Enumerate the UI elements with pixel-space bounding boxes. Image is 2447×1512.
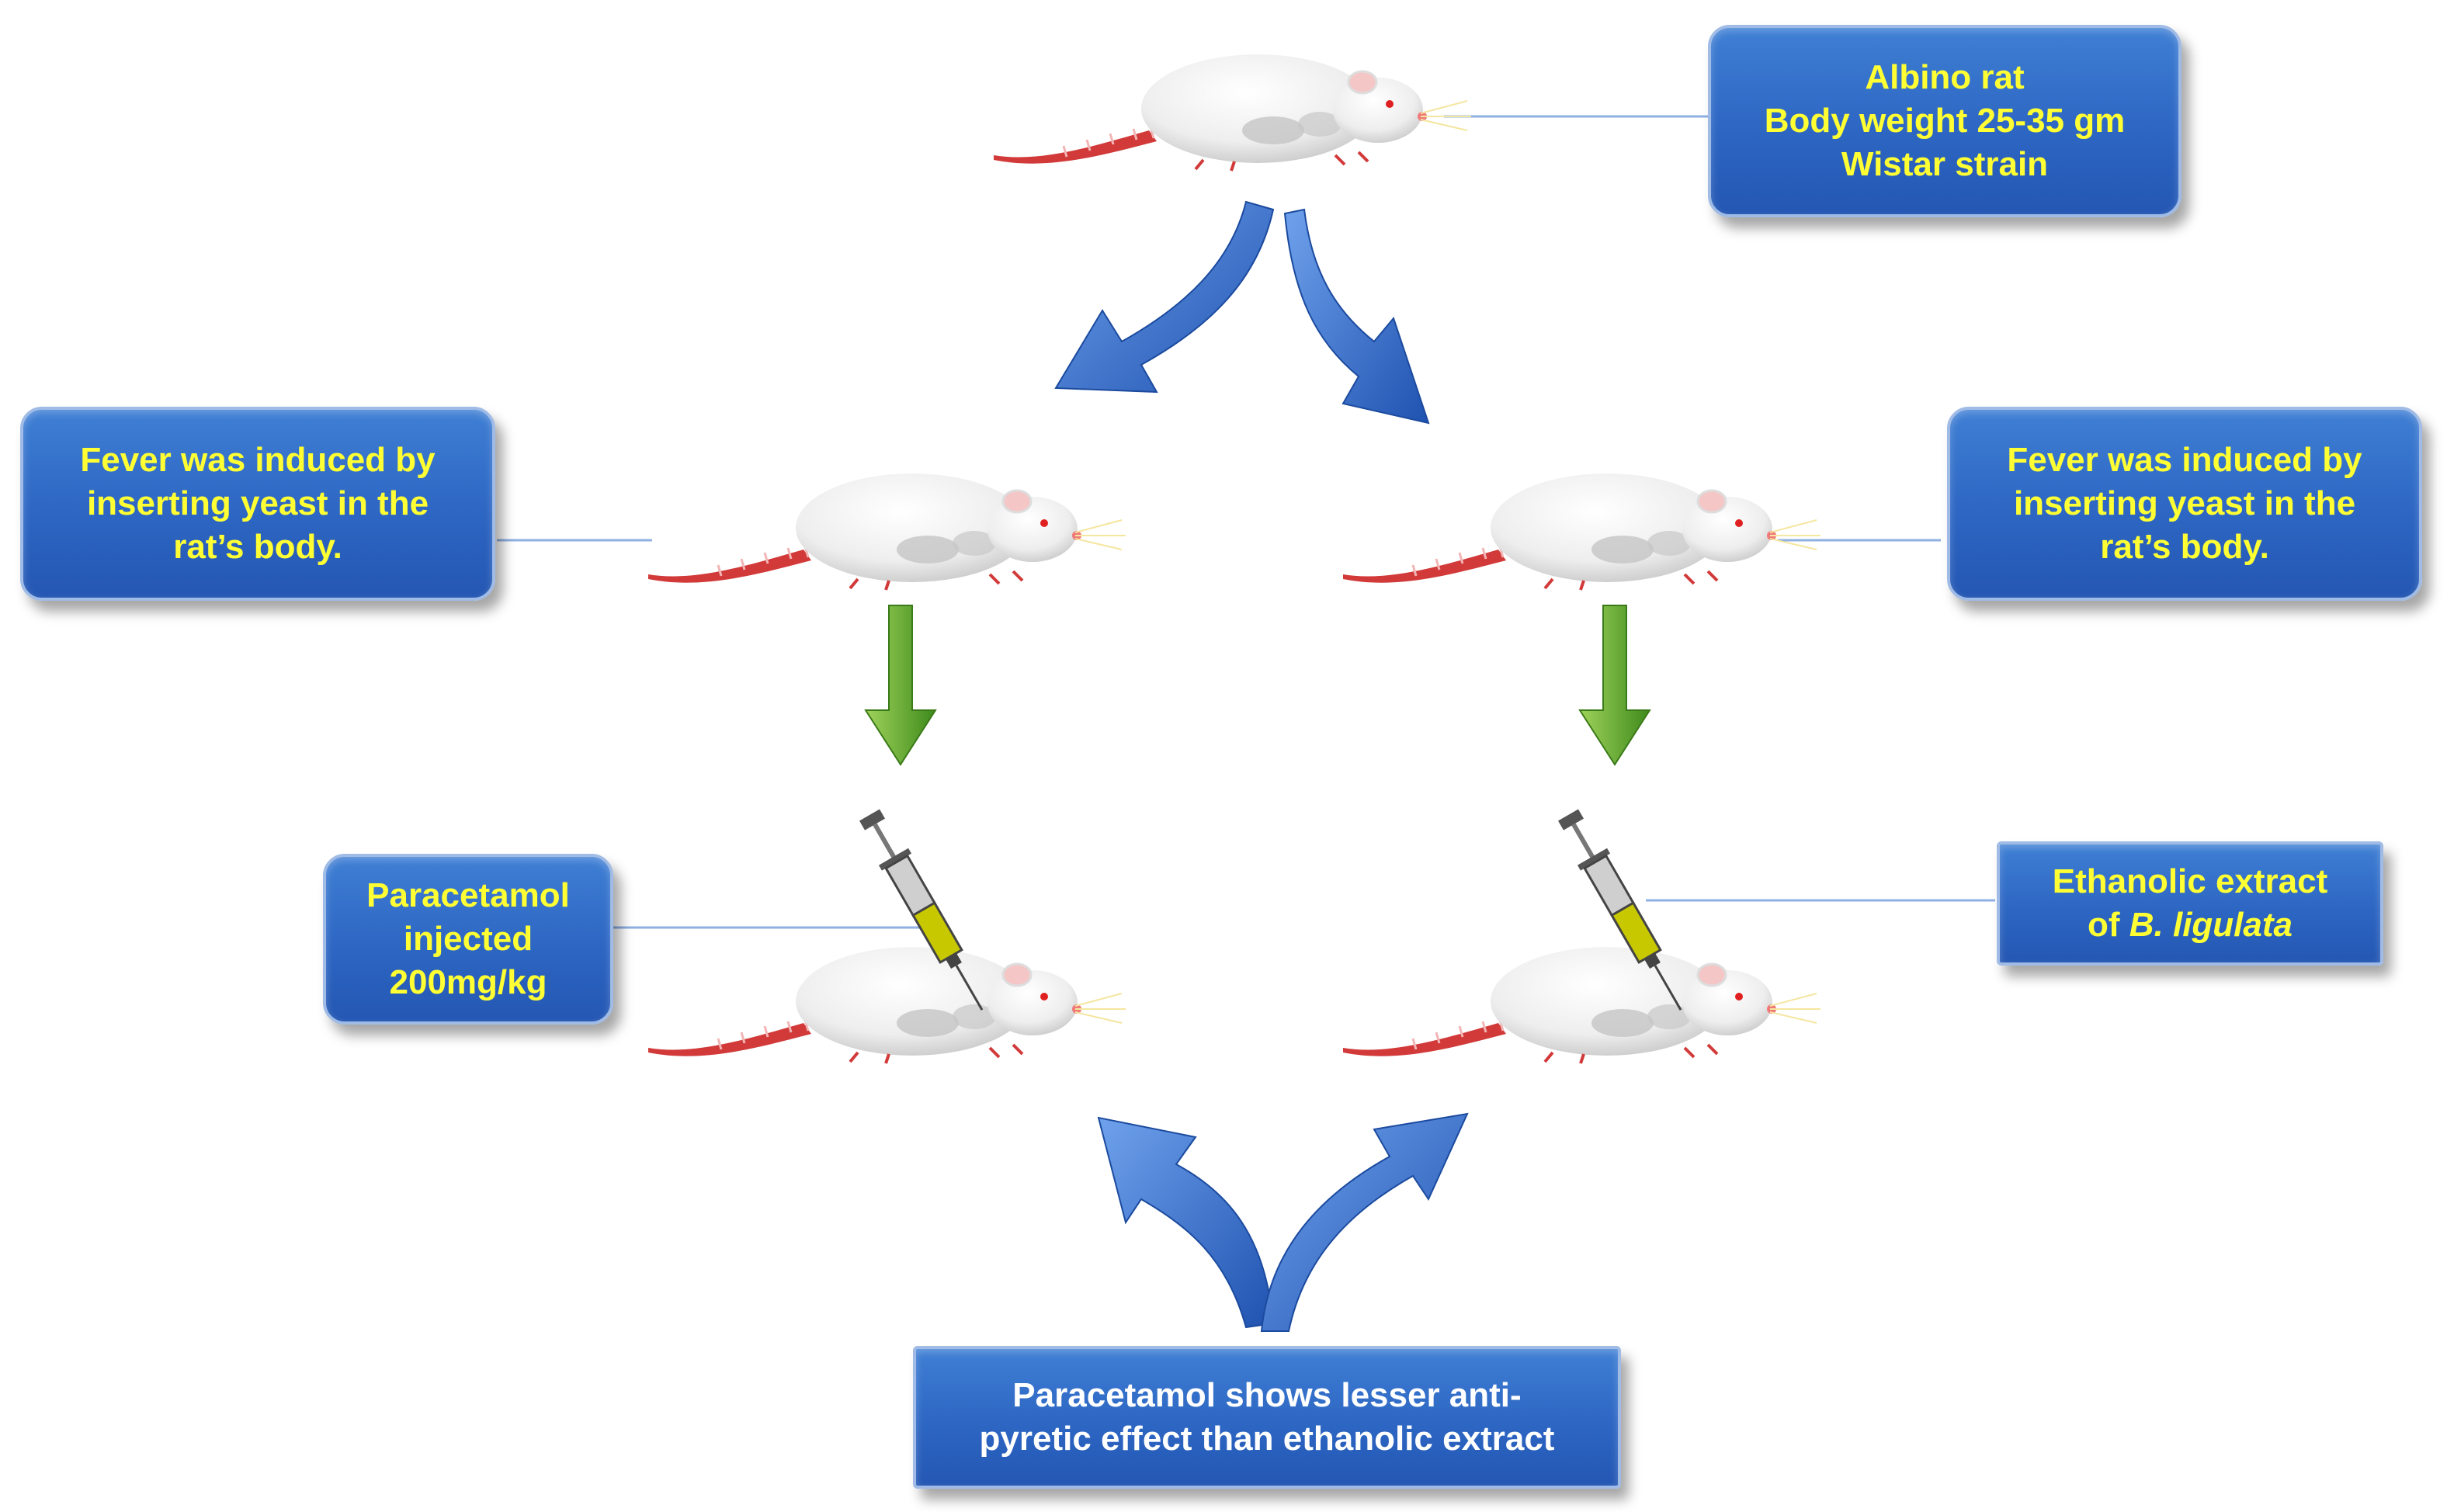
rat-info-line-2: Body weight 25-35 gm xyxy=(1764,102,2126,140)
rat-info-box: Albino rat Body weight 25-35 gm Wistar s… xyxy=(1708,25,2181,217)
left-fever-line-1: Fever was induced by xyxy=(80,441,436,479)
conclusion-line-2: pyretic effect than ethanolic extract xyxy=(979,1420,1555,1458)
connector-lines xyxy=(497,115,1995,929)
rat-right-fever xyxy=(1342,472,1822,591)
left-fever-line-2: inserting yeast in the xyxy=(86,484,429,522)
conclusion-box: Paracetamol shows lesser anti- pyretic e… xyxy=(913,1346,1621,1489)
rat-top xyxy=(992,53,1473,172)
extract-box: Ethanolic extract of B. ligulata xyxy=(1997,841,2383,966)
blue-arrow-down-left xyxy=(1054,200,1275,394)
right-fever-line-3: rat’s body. xyxy=(2100,528,2269,566)
blue-arrow-up-right xyxy=(1260,1112,1469,1332)
rat-left-fever xyxy=(647,472,1127,591)
paracetamol-line-2: injected xyxy=(403,920,533,958)
green-arrow-left xyxy=(864,605,937,766)
extract-prefix: of xyxy=(2087,906,2129,944)
right-fever-box: Fever was induced by inserting yeast in … xyxy=(1947,407,2422,601)
extract-line-2: of B. ligulata xyxy=(2053,903,2328,947)
rat-right-treated xyxy=(1342,945,1822,1065)
paracetamol-line-1: Paracetamol xyxy=(366,876,570,914)
extract-line-1: Ethanolic extract xyxy=(2052,862,2328,900)
right-fever-line-2: inserting yeast in the xyxy=(2013,484,2356,522)
rat-info-line-1: Albino rat xyxy=(1865,58,2025,96)
green-arrow-right xyxy=(1578,605,1651,766)
conclusion-line-1: Paracetamol shows lesser anti- xyxy=(1012,1376,1522,1414)
left-fever-line-3: rat’s body. xyxy=(173,528,342,566)
paracetamol-line-3: 200mg/kg xyxy=(389,963,547,1001)
extract-species: B. ligulata xyxy=(2129,906,2293,944)
left-fever-box: Fever was induced by inserting yeast in … xyxy=(20,407,495,601)
rat-left-treated xyxy=(647,945,1127,1065)
blue-arrow-up-left xyxy=(1097,1116,1275,1329)
paracetamol-box: Paracetamol injected 200mg/kg xyxy=(323,854,613,1025)
blue-arrow-down-right xyxy=(1283,208,1430,425)
rat-info-line-3: Wistar strain xyxy=(1841,145,2049,183)
right-fever-line-1: Fever was induced by xyxy=(2007,441,2362,479)
